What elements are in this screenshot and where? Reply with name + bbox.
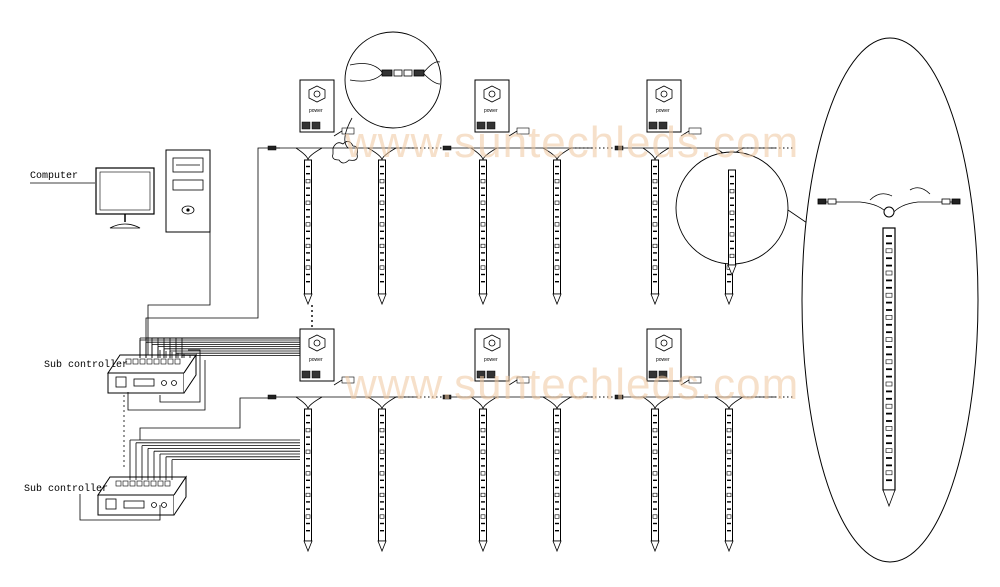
power-tag: power xyxy=(484,108,498,114)
connector-zoom-circle xyxy=(332,31,442,164)
cable-bundle-top xyxy=(139,337,300,358)
controller-box-2 xyxy=(97,475,187,516)
led-tube-zoom-inner xyxy=(727,169,737,277)
monitor-icon xyxy=(30,167,155,229)
led-tube-r1-g2-a xyxy=(478,159,488,306)
power-tag: power xyxy=(484,357,498,363)
watermark-top: www.suntechleds.com xyxy=(345,118,800,167)
cable-lines-row1b xyxy=(127,349,206,411)
cable-lines-row1 xyxy=(139,147,300,358)
sub-controller-label-2: Sub controller xyxy=(24,484,109,495)
power-tag: power xyxy=(656,108,670,114)
pc-tower-icon xyxy=(147,149,211,358)
power-supply-r2-g1: power xyxy=(299,328,335,382)
power-tag: power xyxy=(309,108,323,114)
led-tube-r2-g1-b xyxy=(377,408,387,553)
power-tag: power xyxy=(309,357,323,363)
led-tube-r1-g1-a xyxy=(303,159,313,306)
led-tube-r1-g3-a xyxy=(650,159,660,306)
led-tube-r2-g1-a xyxy=(303,408,313,553)
tube-detail-ellipse xyxy=(801,37,979,563)
led-tube-r2-g3-b xyxy=(724,408,734,553)
cable-lines-row2 xyxy=(79,395,300,521)
power-supply-r1-g2: power xyxy=(474,79,510,133)
controller-box-1 xyxy=(107,353,197,394)
power-tag: power xyxy=(656,357,670,363)
led-tube-r2-g3-a xyxy=(650,408,660,553)
computer-label: Computer xyxy=(30,171,79,182)
sub-controller-label-1: Sub controller xyxy=(44,360,129,371)
tube-zoom-circle xyxy=(675,151,811,265)
led-tube-r1-g2-b xyxy=(552,159,562,306)
power-supply-r1-g1: power xyxy=(299,79,335,133)
led-tube-r2-g2-b xyxy=(552,408,562,553)
led-tube-r1-g1-b xyxy=(377,159,387,306)
power-supply-r2-g3: power xyxy=(646,328,682,382)
led-tube-r2-g2-a xyxy=(478,408,488,553)
power-supply-r1-g3: power xyxy=(646,79,682,133)
power-supply-r2-g2: power xyxy=(474,328,510,382)
watermark-bottom: www.suntechleds.com xyxy=(345,360,800,409)
